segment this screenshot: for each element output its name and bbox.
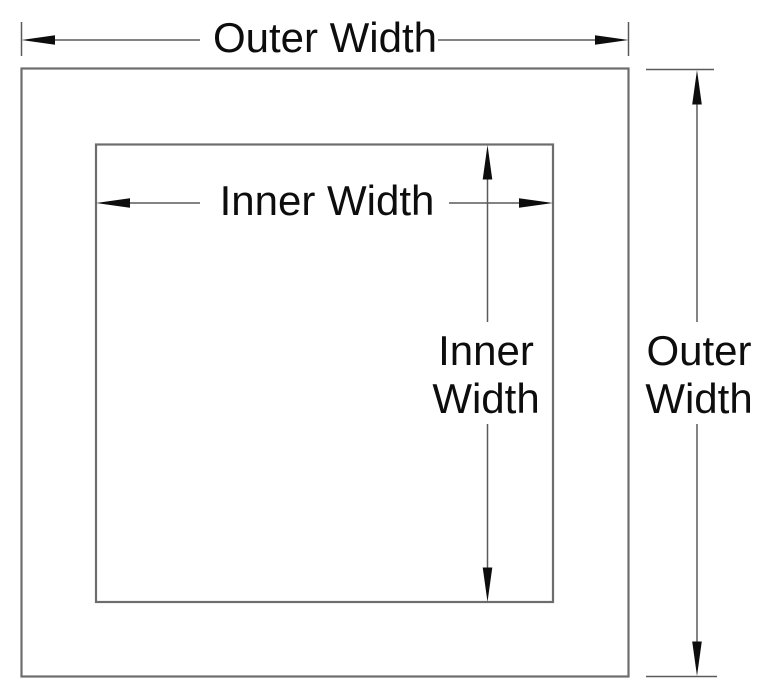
outer-width-top-dimension: Outer Width [20,14,630,61]
outer-width-right-label-line2: Width [645,375,752,422]
outer-width-right-dimension: Outer Width [645,68,753,678]
inner-width-horizontal-label: Inner Width [220,177,435,224]
inner-width-vertical-label-line2: Width [432,375,539,422]
arrowhead-down-icon [482,567,493,602]
arrowhead-up-icon [482,145,493,180]
arrowhead-right-icon [519,198,553,208]
arrowhead-up-icon [692,70,702,105]
arrowhead-left-icon [96,198,130,208]
inner-width-vertical-dimension: Inner Width [432,145,540,602]
outer-square [20,67,630,678]
arrowhead-left-icon [21,35,55,45]
outer-width-top-label: Outer Width [213,14,437,61]
arrowhead-right-icon [595,35,629,45]
inner-width-horizontal-dimension: Inner Width [96,177,553,224]
inner-square [94,143,555,604]
arrowhead-down-icon [692,641,702,676]
inner-width-vertical-label-line1: Inner [438,327,534,374]
outer-width-right-label-line1: Outer [646,327,751,374]
